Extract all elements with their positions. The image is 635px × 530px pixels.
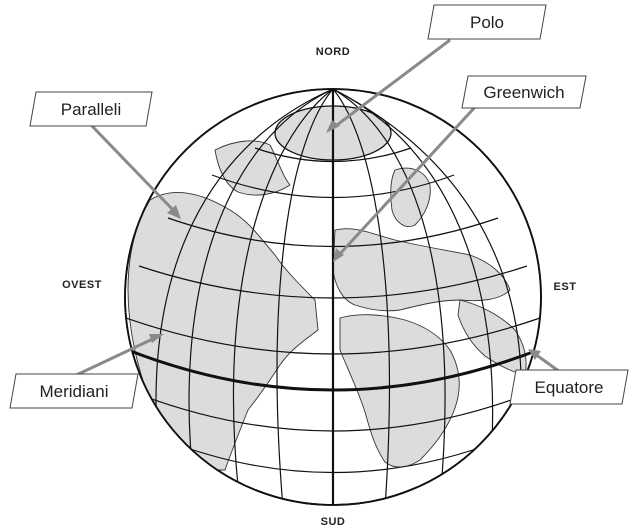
meridian-line (155, 89, 334, 471)
greenwich-callout: Greenwich (461, 75, 587, 109)
meridian-line (232, 89, 334, 505)
equator-label: Equatore (535, 378, 604, 397)
pole-callout: Polo (427, 4, 547, 40)
north-label: NORD (316, 46, 350, 58)
pole-label: Polo (470, 13, 504, 32)
parallels-leader (90, 124, 177, 214)
pole-leader (332, 38, 451, 130)
parallels-arrow-head (167, 205, 181, 219)
europe-landmass (332, 228, 511, 312)
equator-callout: Equatore (509, 369, 629, 405)
east-label: EST (554, 281, 577, 293)
equator-arrow-head (528, 349, 541, 360)
meridians-leader (69, 335, 158, 380)
greenwich-arrow-head (333, 248, 344, 262)
west-label: OVEST (62, 279, 102, 291)
equator-line (127, 348, 539, 392)
meridian-line (188, 89, 334, 496)
greenwich-leader (336, 104, 478, 258)
arctic-landmass (214, 140, 291, 196)
pole-arrow-head (326, 120, 340, 133)
meridians-label: Meridiani (40, 382, 109, 401)
parallels-callout: Paralleli (29, 91, 153, 127)
south-label: SUD (321, 516, 346, 528)
meridian-line (332, 89, 522, 421)
greenwich-label: Greenwich (483, 83, 564, 102)
parallels-label: Paralleli (61, 100, 121, 119)
meridian-line (332, 89, 446, 501)
meridian-line (276, 89, 334, 505)
meridian-line (332, 89, 494, 476)
meridians-callout: Meridiani (9, 373, 139, 409)
meridians-arrow-head (149, 334, 164, 343)
globe-outline (124, 88, 542, 506)
